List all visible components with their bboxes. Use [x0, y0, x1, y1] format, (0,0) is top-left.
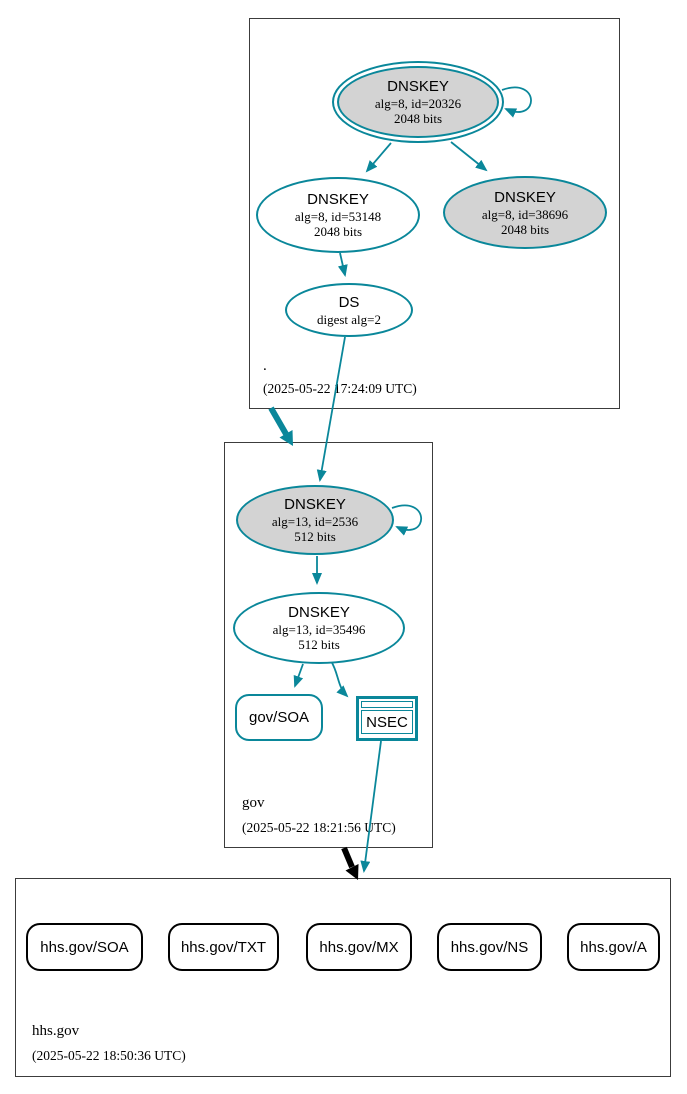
node-detail: 512 bits — [298, 637, 340, 652]
ds-node-root[interactable]: DS digest alg=2 — [285, 283, 413, 337]
dnskey-node-root-ksk-20326-inner: DNSKEY alg=8, id=20326 2048 bits — [337, 66, 499, 138]
delegation-root-gov-shaft — [268, 406, 289, 436]
node-detail: alg=8, id=20326 — [374, 96, 462, 111]
rrset-node-hhs-gov-ns[interactable]: hhs.gov/NS — [437, 923, 542, 971]
rrset-label: gov/SOA — [248, 709, 310, 726]
node-detail: alg=13, id=2536 — [271, 514, 359, 529]
dnskey-node-gov-35496[interactable]: DNSKEY alg=13, id=35496 512 bits — [233, 592, 405, 664]
rrset-node-gov-soa[interactable]: gov/SOA — [235, 694, 323, 741]
rrset-label: hhs.gov/MX — [319, 938, 399, 956]
nsec-header-bar — [361, 701, 413, 708]
node-detail: digest alg=2 — [316, 311, 382, 327]
node-detail: 2048 bits — [313, 224, 363, 239]
delegation-gov-to-hhs — [341, 846, 359, 880]
dnskey-node-root-38696[interactable]: DNSKEY alg=8, id=38696 2048 bits — [443, 176, 607, 249]
zone-label-hhs-gov: hhs.gov — [32, 1023, 80, 1039]
node-title: DNSKEY — [288, 604, 350, 621]
node-title: DNSKEY — [284, 496, 346, 513]
node-title: DNSKEY — [307, 191, 369, 208]
nsec-node-gov[interactable]: NSEC — [356, 696, 418, 741]
rrset-label: hhs.gov/TXT — [180, 938, 267, 956]
rrset-label: hhs.gov/SOA — [40, 938, 129, 956]
nsec-label-cell: NSEC — [361, 710, 413, 734]
node-detail: 2048 bits — [393, 111, 443, 126]
zone-box-hhs-gov: hhs.gov (2025-05-22 18:50:36 UTC) — [15, 878, 671, 1077]
dnskey-node-root-ksk-20326[interactable]: DNSKEY alg=8, id=20326 2048 bits — [332, 61, 504, 143]
zone-timestamp-hhs-gov: (2025-05-22 18:50:36 UTC) — [32, 1048, 186, 1063]
rrset-node-hhs-gov-soa[interactable]: hhs.gov/SOA — [26, 923, 143, 971]
dnskey-node-root-53148[interactable]: DNSKEY alg=8, id=53148 2048 bits — [256, 177, 420, 253]
zone-label-gov: gov — [242, 795, 265, 811]
node-title: DS — [338, 293, 360, 311]
rrset-label: hhs.gov/A — [580, 938, 647, 956]
zone-box-gov: gov (2025-05-22 18:21:56 UTC) — [224, 442, 433, 848]
delegation-root-to-gov — [268, 406, 293, 446]
delegation-gov-hhs-shaft — [341, 846, 355, 869]
node-detail: 2048 bits — [500, 221, 550, 237]
zone-label-root: . — [263, 358, 267, 374]
node-detail: alg=8, id=38696 — [481, 206, 569, 222]
node-title: DNSKEY — [387, 78, 449, 95]
zone-timestamp-gov: (2025-05-22 18:21:56 UTC) — [242, 820, 396, 835]
rrset-node-hhs-gov-mx[interactable]: hhs.gov/MX — [306, 923, 412, 971]
zone-timestamp-root: (2025-05-22 17:24:09 UTC) — [263, 381, 417, 396]
node-detail: 512 bits — [294, 529, 336, 544]
rrset-node-hhs-gov-txt[interactable]: hhs.gov/TXT — [168, 923, 279, 971]
rrset-node-hhs-gov-a[interactable]: hhs.gov/A — [567, 923, 660, 971]
node-detail: alg=13, id=35496 — [272, 622, 366, 637]
dnskey-node-gov-2536[interactable]: DNSKEY alg=13, id=2536 512 bits — [236, 485, 394, 555]
rrset-label: hhs.gov/NS — [450, 938, 529, 956]
node-title: DNSKEY — [494, 188, 556, 206]
node-detail: alg=8, id=53148 — [294, 209, 382, 224]
